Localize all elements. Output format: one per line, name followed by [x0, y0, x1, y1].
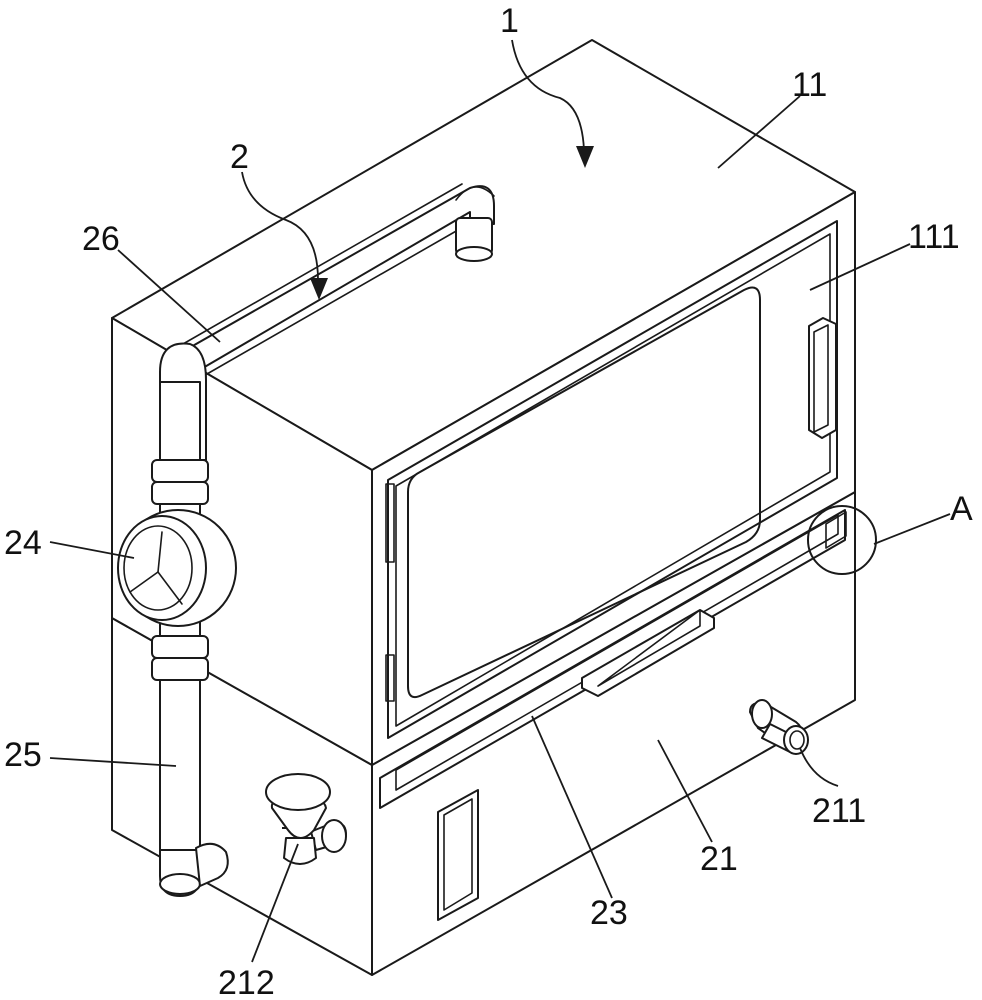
label-11: 11: [792, 66, 827, 104]
leader-lines: [49, 39, 951, 963]
label-23: 23: [590, 894, 628, 932]
label-211: 211: [812, 792, 866, 830]
valve-212: [265, 773, 347, 865]
leader-a: [873, 513, 951, 545]
outlet-211: [749, 699, 809, 755]
leader-212: [251, 843, 299, 963]
drawer-23: [379, 509, 847, 921]
label-1: 1: [500, 2, 519, 40]
pipe-26: [167, 183, 495, 381]
leader-1: [511, 39, 585, 151]
gauge-needle-2: [157, 571, 183, 605]
leader-24: [49, 541, 135, 559]
door-handle: [808, 317, 837, 439]
leader-211: [799, 747, 839, 787]
leader-11: [717, 95, 801, 169]
leader-111: [809, 243, 911, 291]
label-a: A: [950, 490, 973, 528]
label-26: 26: [82, 220, 120, 258]
label-25: 25: [4, 736, 42, 774]
label-24: 24: [4, 524, 42, 562]
lower-panel: [437, 789, 479, 921]
label-2: 2: [230, 138, 249, 176]
gauge-24: [117, 509, 237, 627]
arrow-1: [576, 146, 594, 168]
label-111: 111: [908, 218, 960, 256]
leader-2: [241, 171, 319, 281]
label-212: 212: [218, 964, 275, 1000]
hinge-lower: [385, 654, 395, 702]
leader-23: [531, 715, 613, 899]
pipe-25: [151, 342, 229, 897]
leader-25: [49, 757, 177, 767]
leader-26: [117, 249, 221, 343]
reference-labels: 1 11 111 2 26 24 25 212 23 21 211 A: [4, 2, 973, 1000]
arrow-2: [310, 278, 328, 300]
leader-21: [657, 739, 713, 843]
gauge-needle-1: [129, 571, 159, 593]
gauge-needle-3: [157, 531, 163, 573]
detail-circle-a: [807, 505, 877, 575]
latch-a: [825, 511, 847, 549]
hinge-upper: [385, 483, 395, 563]
door-111: [385, 220, 838, 739]
label-21: 21: [700, 840, 738, 878]
